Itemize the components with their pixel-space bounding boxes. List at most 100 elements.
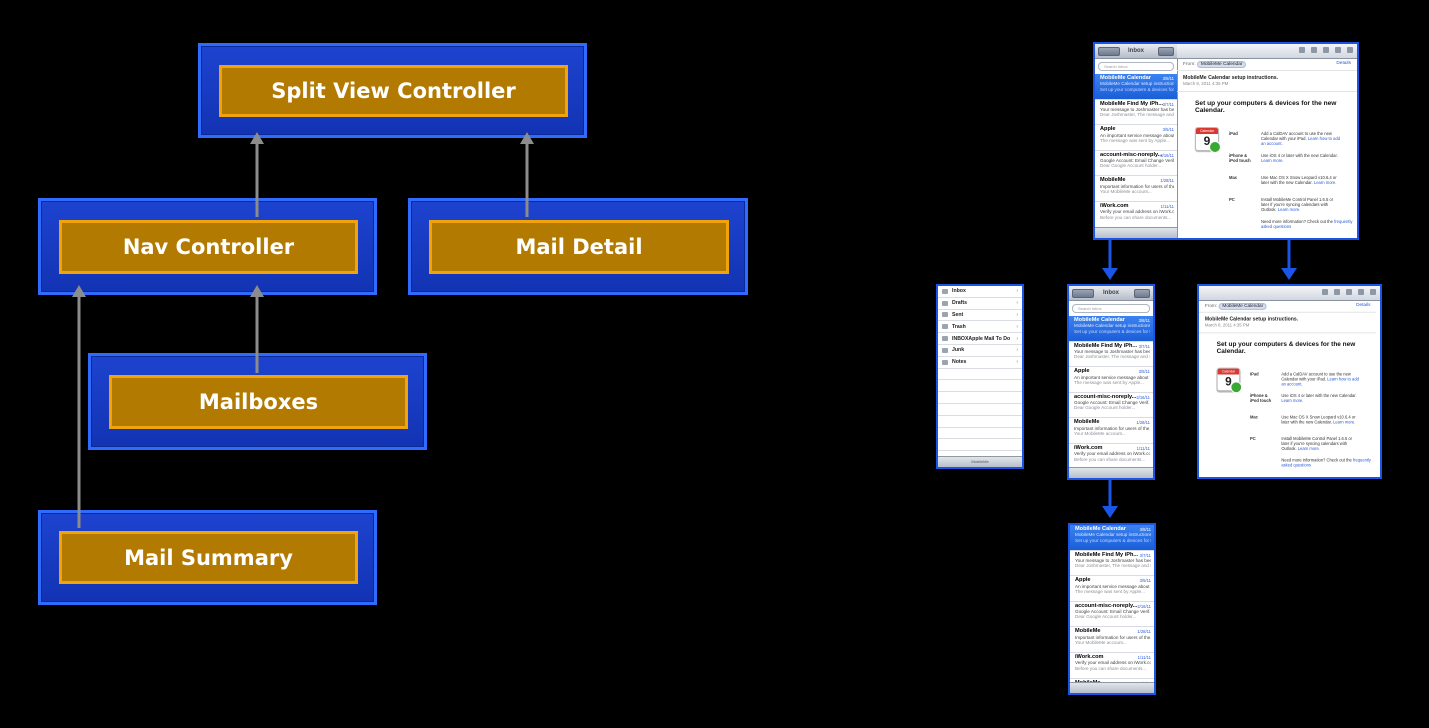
sender-chip[interactable]: MobileMe Calendar xyxy=(1218,302,1268,310)
mailbox-name: Trash xyxy=(952,323,966,330)
flag-icon[interactable] xyxy=(1299,47,1305,53)
folder-icon[interactable] xyxy=(1311,47,1317,53)
message-sender: iWork.com xyxy=(1100,203,1129,210)
more-info: Need more information? Check out the fre… xyxy=(1281,458,1379,468)
back-button[interactable] xyxy=(1072,289,1094,298)
message-subject: Important information for users of the..… xyxy=(1075,634,1151,640)
mailbox-item[interactable]: Inbox› xyxy=(938,286,1022,298)
sender-chip[interactable]: MobileMe Calendar xyxy=(1196,61,1247,68)
checkmark-icon xyxy=(1230,381,1243,394)
message-date: 3/7/11 xyxy=(1162,101,1174,107)
edit-button[interactable] xyxy=(1158,47,1174,56)
mailbox-item[interactable]: Trash› xyxy=(938,321,1022,334)
learn-more-link[interactable]: Learn more. xyxy=(1333,419,1356,425)
mailbox-item[interactable]: INBOXApple Mail To Do› xyxy=(938,333,1022,345)
mailbox-item[interactable]: Notes› xyxy=(938,357,1022,369)
trash-icon[interactable] xyxy=(1346,289,1352,295)
message-preview: Before you can share documents... xyxy=(1100,214,1172,220)
flag-icon[interactable] xyxy=(1322,289,1328,295)
learn-more-link[interactable]: Learn how to add an account. xyxy=(1261,136,1341,146)
mailbox-list: Inbox›Drafts›Sent›Trash›INBOXApple Mail … xyxy=(938,286,1022,463)
mailbox-item[interactable]: Drafts› xyxy=(938,298,1022,310)
search-input[interactable]: Search Inbox xyxy=(1098,62,1174,71)
message-preview: Set up your computers & devices for the … xyxy=(1074,328,1150,334)
trash-icon[interactable] xyxy=(1323,47,1329,53)
mailbox-item[interactable]: Junk› xyxy=(938,345,1022,357)
details-link[interactable]: Details xyxy=(1336,61,1351,66)
learn-more-link[interactable]: Learn more. xyxy=(1297,446,1320,451)
inbox-title: Inbox xyxy=(1103,290,1119,296)
message-sender: iWork.com xyxy=(1075,654,1104,661)
message-subject: An important service message about th... xyxy=(1100,132,1174,138)
learn-more-link[interactable]: Learn how to add an account. xyxy=(1281,376,1359,387)
message-date: 3/5/11 xyxy=(1139,578,1151,584)
learn-more-link[interactable]: Learn more. xyxy=(1261,158,1284,163)
learn-more-link[interactable]: Learn more. xyxy=(1281,398,1304,403)
learn-more-link[interactable]: Learn more. xyxy=(1313,180,1337,185)
folder-icon[interactable] xyxy=(1334,289,1340,295)
search-input[interactable]: Search Inbox xyxy=(1072,304,1150,313)
message-preview: Set up your computers & devices for the … xyxy=(1100,86,1174,92)
learn-more-link[interactable]: Learn more. xyxy=(1277,207,1301,212)
checkmark-icon xyxy=(1209,141,1221,153)
reply-icon[interactable] xyxy=(1335,47,1341,53)
message-date: 3/8/11 xyxy=(1138,318,1150,323)
chevron-right-icon: › xyxy=(1016,335,1018,342)
message-subject-heading: MobileMe Calendar setup instructions. xyxy=(1204,316,1299,323)
inbox-title: Inbox xyxy=(1128,48,1144,54)
message-date: 1/28/11 xyxy=(1136,420,1150,426)
message-sender: Apple xyxy=(1100,126,1116,133)
reply-icon[interactable] xyxy=(1358,289,1364,295)
message-date: 3/8/11 xyxy=(1162,76,1174,81)
mailbox-icon xyxy=(942,324,948,330)
compose-icon[interactable] xyxy=(1347,47,1353,53)
empty-row xyxy=(938,439,1022,452)
mailbox-icon xyxy=(942,300,948,306)
arrow-summary-to-nav xyxy=(72,285,86,528)
faq-link[interactable]: frequently asked questions xyxy=(1261,219,1353,229)
calendar-day-label: 9 xyxy=(1225,374,1232,389)
message-action-icons xyxy=(1299,47,1353,53)
compose-icon[interactable] xyxy=(1370,289,1376,295)
split-view-controller-node: Split View Controller xyxy=(219,65,568,117)
edit-button[interactable] xyxy=(1134,289,1150,298)
empty-row xyxy=(938,369,1022,381)
back-button[interactable] xyxy=(1098,47,1120,56)
detail-toolbar xyxy=(1199,286,1380,301)
details-link[interactable]: Details xyxy=(1356,302,1371,308)
message-sender: MobileMe Calendar xyxy=(1075,526,1126,532)
faq-link[interactable]: frequently asked questions xyxy=(1281,457,1371,468)
mailbox-item[interactable]: Sent› xyxy=(938,310,1022,322)
mailbox-icon xyxy=(942,312,948,318)
device-label: PC xyxy=(1249,436,1256,442)
more-info-text: Need more information? Check out the xyxy=(1281,457,1352,463)
message-preview: Dear Google Account holder... xyxy=(1075,614,1137,620)
message-sender: MobileMe xyxy=(1100,177,1126,184)
message-date-line: March 8, 2011 4:35 PM xyxy=(1199,323,1377,334)
message-subject: Important information for users of the..… xyxy=(1074,425,1150,431)
device-text: Add a CalDAV account to use the new Cale… xyxy=(1281,371,1359,387)
